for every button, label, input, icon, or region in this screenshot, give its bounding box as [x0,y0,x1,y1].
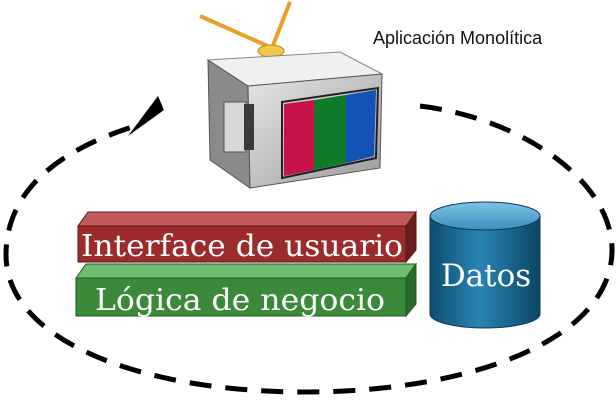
logic-layer-label: Lógica de negocio [95,283,385,318]
tv-icon [199,1,384,189]
screen-green-bar [314,95,346,170]
logic-layer-block: Lógica de negocio [75,262,417,318]
ui-layer-label: Interface de usuario [81,229,403,264]
arrow-head [128,96,164,136]
diagram-title: Aplicación Monolítica [373,28,543,48]
screen-blue-bar [346,90,376,163]
screen-red-bar [284,100,314,176]
ui-layer-block: Interface de usuario [77,210,417,264]
cycle-arrow-icon [3,96,615,395]
database-icon: Datos [429,201,541,329]
database-label: Datos [441,258,531,294]
antenna-icon [199,1,292,58]
